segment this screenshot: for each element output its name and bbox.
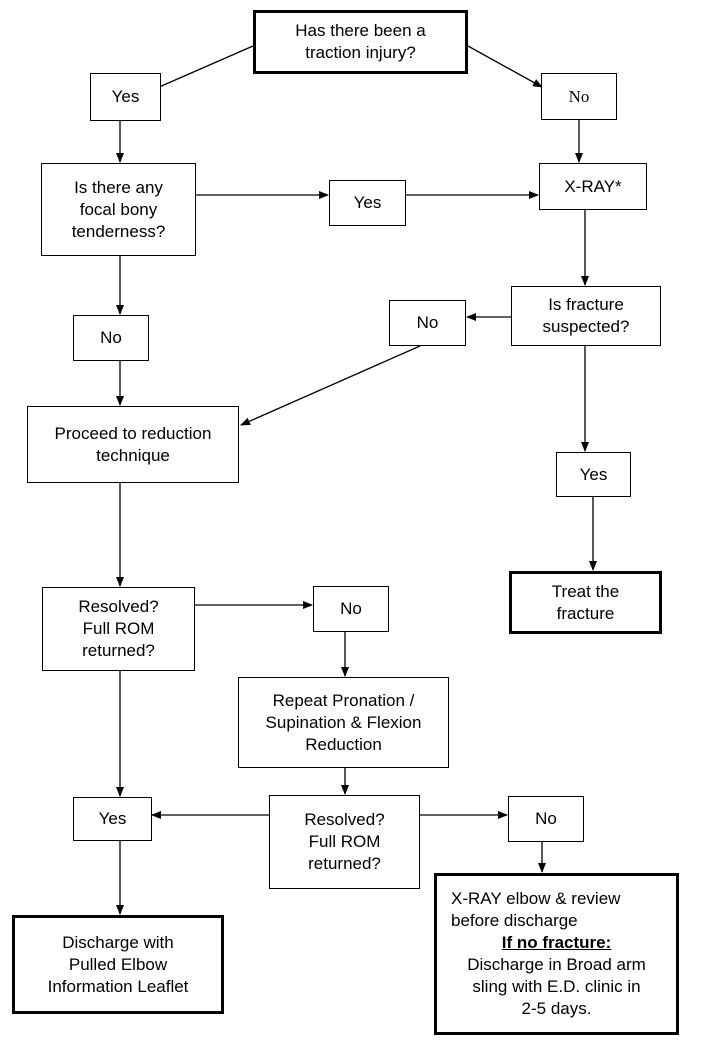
yes-fracture-box: Yes <box>556 452 631 497</box>
resolved-second-line2: Full ROM <box>308 832 381 851</box>
if-no-fracture-heading: If no fracture: <box>501 933 612 952</box>
xray-box: X-RAY* <box>539 163 647 210</box>
no-resolved-second-box: No <box>508 796 584 842</box>
traction-injury-question: Has there been a traction injury? <box>253 10 468 74</box>
treat-fracture-line1: Treat the <box>551 581 620 601</box>
yes-fracture-label: Yes <box>579 464 608 484</box>
yes-resolved-label: Yes <box>98 809 127 828</box>
discharge-line1: Discharge with <box>62 932 174 952</box>
edge-no-to-reduction-diagonal <box>240 345 421 426</box>
no-resolved-first-label: No <box>340 599 362 618</box>
repeat-reduction-box: Repeat Pronation / Supination & Flexion … <box>238 677 449 768</box>
traction-question-line2: traction injury? <box>305 43 416 62</box>
yes-tenderness-label: Yes <box>353 193 382 212</box>
tenderness-line1: Is there any <box>74 177 163 197</box>
resolved-first-line3: returned? <box>82 641 155 660</box>
fracture-question-line1: Is fracture <box>548 295 624 314</box>
xray-review-box: X-RAY elbow & review before discharge If… <box>434 873 679 1035</box>
no-tenderness-label: No <box>100 328 122 347</box>
xray-review-line2: before discharge <box>451 911 578 930</box>
tenderness-line2: focal bony <box>79 199 158 219</box>
xray-review-line1: X-RAY elbow & review <box>451 889 621 908</box>
xray-review-line6: 2-5 days. <box>521 999 592 1018</box>
tenderness-line3: tenderness? <box>71 221 166 241</box>
no-fracture-box: No <box>389 300 466 346</box>
repeat-reduction-line3: Reduction <box>305 734 382 754</box>
xray-review-line5: sling with E.D. clinic in <box>472 977 641 996</box>
no-resolved-second-label: No <box>535 809 557 828</box>
fracture-suspected-question: Is fracture suspected? <box>511 286 661 346</box>
no-fracture-label: No <box>416 313 439 332</box>
xray-label: X-RAY* <box>564 176 622 196</box>
reduction-line1: Proceed to reduction <box>54 423 212 443</box>
discharge-line3: Information Leaflet <box>47 976 189 996</box>
repeat-reduction-line1: Repeat Pronation / <box>272 690 415 710</box>
reduction-line2: technique <box>96 445 170 465</box>
yes-tenderness-box: Yes <box>329 180 406 226</box>
tenderness-question: Is there any focal bony tenderness? <box>41 163 196 256</box>
resolved-first-line1: Resolved? <box>78 597 159 616</box>
edge-traction-to-no <box>467 45 543 88</box>
reduction-technique-box: Proceed to reduction technique <box>27 406 239 483</box>
resolved-second-line1: Resolved? <box>304 810 385 829</box>
yes-traction-label: Yes <box>111 87 140 106</box>
yes-traction-box: Yes <box>90 73 161 121</box>
traction-question-line1: Has there been a <box>295 21 426 40</box>
discharge-leaflet-box: Discharge with Pulled Elbow Information … <box>12 915 224 1014</box>
fracture-question-line2: suspected? <box>542 317 630 336</box>
treat-fracture-box: Treat the fracture <box>509 571 662 634</box>
yes-resolved-box: Yes <box>73 797 152 841</box>
resolved-second-line3: returned? <box>308 854 381 873</box>
no-traction-box: No <box>541 73 617 120</box>
resolved-question-first: Resolved? Full ROM returned? <box>42 587 195 671</box>
no-tenderness-box: No <box>73 315 149 361</box>
edge-traction-to-yes <box>149 45 254 92</box>
discharge-line2: Pulled Elbow <box>68 954 168 974</box>
xray-review-line4: Discharge in Broad arm <box>467 955 646 974</box>
resolved-question-second: Resolved? Full ROM returned? <box>269 795 420 889</box>
treat-fracture-line2: fracture <box>556 603 615 623</box>
repeat-reduction-line2: Supination & Flexion <box>265 712 422 732</box>
no-traction-label: No <box>568 86 590 106</box>
resolved-first-line2: Full ROM <box>82 619 155 638</box>
no-resolved-first-box: No <box>313 586 389 632</box>
